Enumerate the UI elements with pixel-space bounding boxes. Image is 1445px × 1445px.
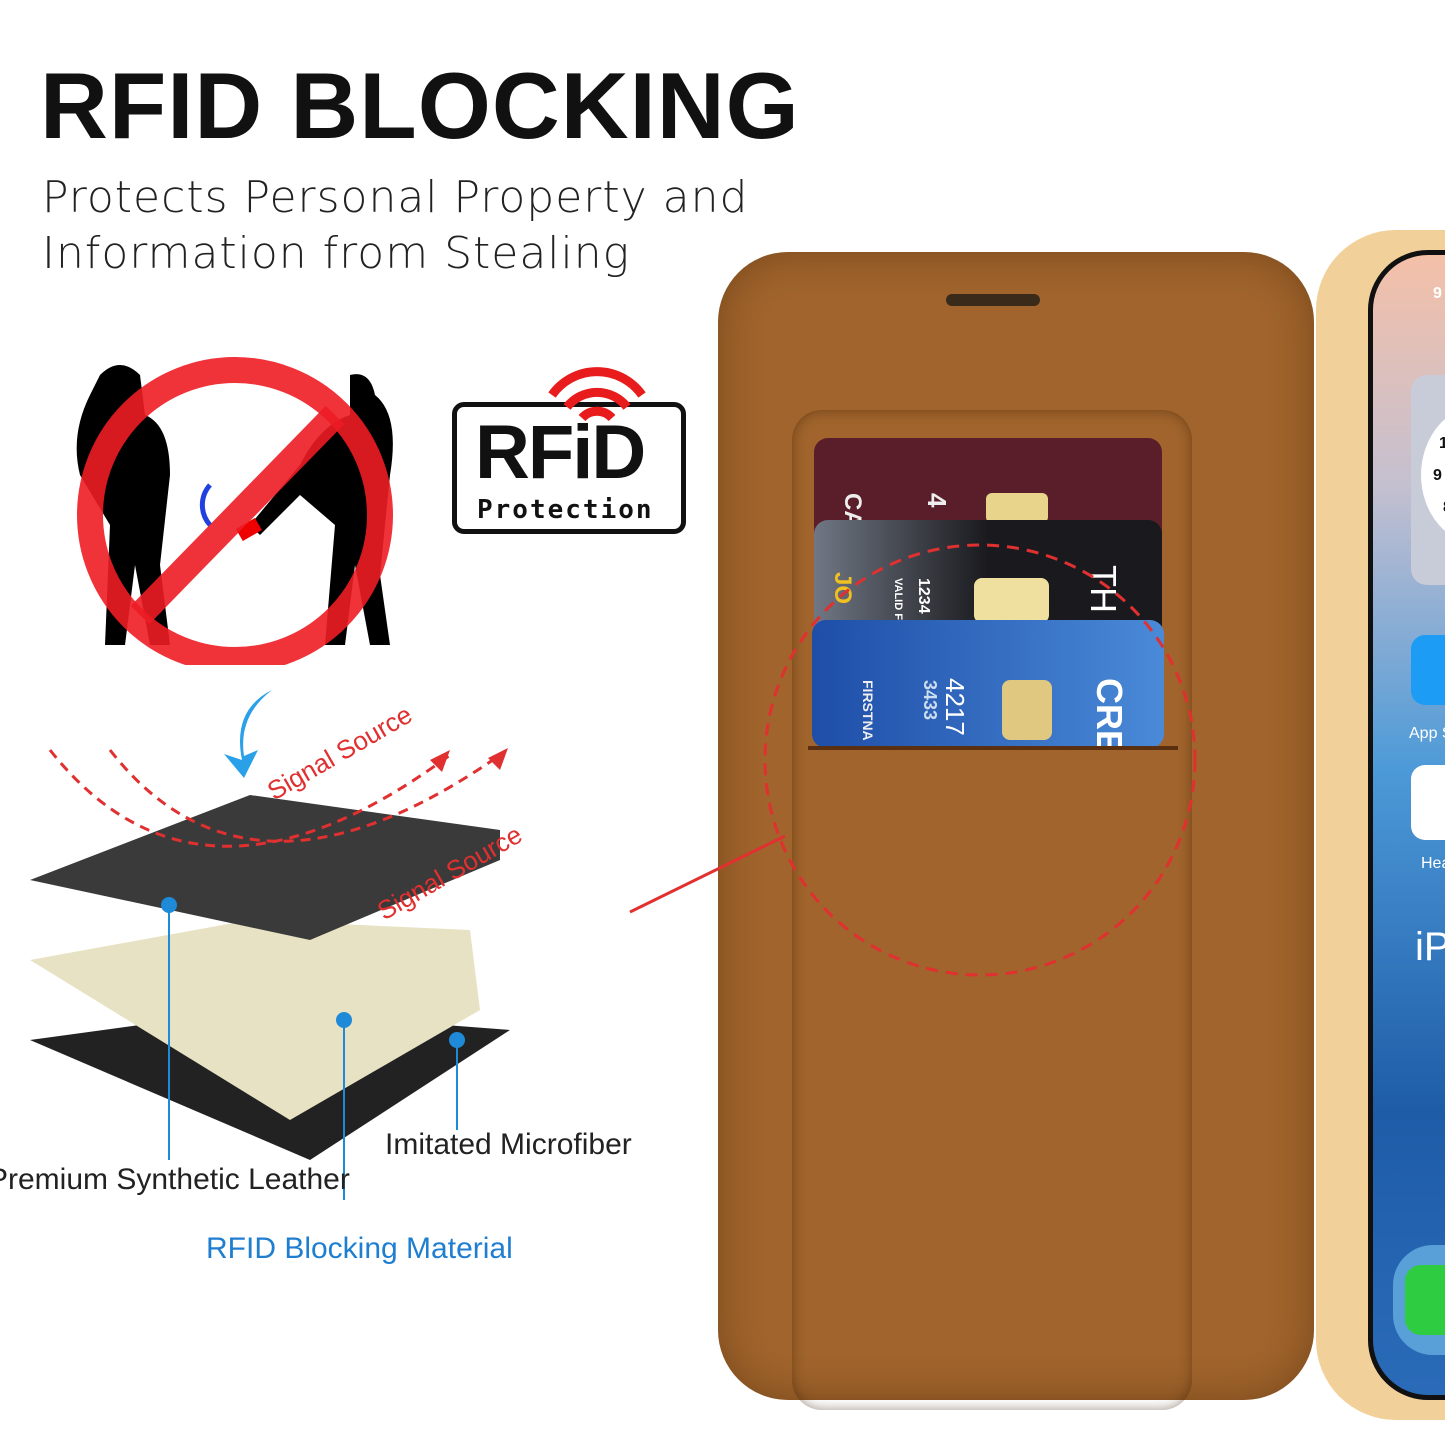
subtitle-line-1: Protects Personal Property and [42, 172, 749, 223]
card-text: JO [829, 572, 856, 605]
rfid-blocking-layer [30, 920, 480, 1120]
health-label: Hea [1421, 855, 1445, 872]
chip-icon [974, 578, 1049, 623]
clock-8: 8 [1443, 499, 1445, 517]
leather-label: Premium Synthetic Leather [0, 1163, 350, 1196]
subtitle-line-2: Information from Stealing [42, 228, 631, 279]
rfid-protection-badge: RFiD Protection [452, 367, 686, 534]
card-text: 1234 [915, 578, 932, 614]
clock-widget: 10 9 8 [1411, 375, 1445, 585]
leather-flip-case: CA 4 JO VALID FROM 1234 TH FIRSTNA 3433 … [718, 252, 1314, 1400]
leather-layer [30, 795, 500, 940]
microfiber-label: Imitated Microfiber [385, 1128, 632, 1161]
dock [1393, 1245, 1445, 1355]
rfid-logo-text: RFiD [475, 410, 646, 495]
layers-diagram [30, 690, 510, 1200]
health-icon[interactable] [1411, 765, 1445, 840]
rfid-material-label: RFID Blocking Material [206, 1232, 513, 1265]
rfid-caption: Protection [477, 495, 654, 525]
clock-9: 9 [1433, 467, 1442, 484]
page-title: RFID BLOCKING [40, 53, 800, 158]
phone-screen: 9 10 9 8 App S Hea iP [1368, 250, 1445, 1400]
speaker-slot [946, 294, 1040, 306]
chip-icon [986, 493, 1048, 523]
card-text: TH [1083, 565, 1124, 613]
status-time: 9 [1433, 285, 1442, 302]
app-store-icon[interactable] [1411, 635, 1445, 705]
card-front: FIRSTNA 3433 4217 CRE [812, 620, 1164, 748]
wifi-signal-icon [548, 367, 646, 422]
card-text: CRE [1089, 678, 1130, 748]
pocket-edge [808, 746, 1178, 750]
app-store-label: App S [1409, 725, 1445, 742]
card-text: 4217 [940, 678, 970, 736]
clock-10: 10 [1439, 435, 1445, 452]
card-text: 4 [922, 493, 952, 508]
phone-wordmark: iP [1415, 925, 1445, 969]
curved-arrow-down-icon [224, 690, 272, 778]
chip-icon [1002, 680, 1052, 740]
phone-app-icon[interactable] [1405, 1265, 1445, 1335]
no-pickpocket-icon [76, 357, 393, 665]
card-text: 3433 [920, 680, 940, 721]
card-text: FIRSTNA [860, 680, 876, 741]
